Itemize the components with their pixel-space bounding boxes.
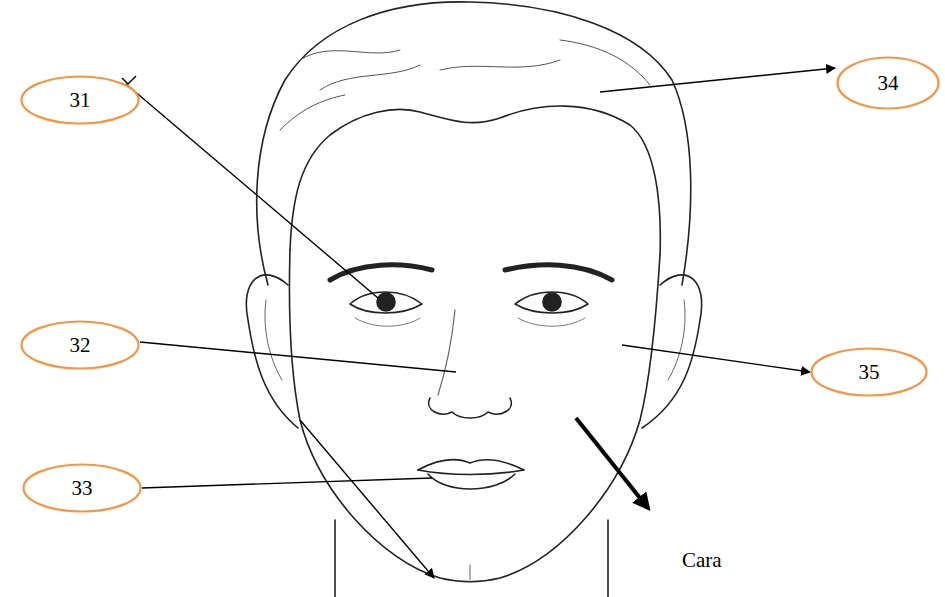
left-iris	[377, 293, 395, 311]
hair-strands	[280, 40, 650, 130]
callout-ellipse: 32	[20, 320, 140, 370]
callout-number: 32	[70, 333, 91, 358]
lower-lip	[428, 474, 515, 489]
callout-number: 35	[859, 360, 880, 385]
hair-outline	[257, 2, 691, 285]
leader-tick	[122, 76, 136, 84]
leader-line	[126, 84, 378, 298]
left-eye	[350, 292, 422, 313]
callout-ellipse: 34	[836, 56, 940, 110]
leader-arrow	[622, 345, 810, 372]
callout-number: 34	[878, 71, 899, 96]
right-ear	[642, 275, 702, 428]
neck	[335, 520, 608, 597]
lip-line	[418, 470, 524, 475]
left-eyebrow	[330, 265, 432, 280]
leader-line	[142, 478, 432, 488]
part-label: Cara	[682, 548, 722, 573]
callout-ellipse: 35	[810, 347, 928, 397]
ellipse-shape	[24, 465, 141, 512]
callout-ellipse: 31	[20, 75, 140, 125]
pointer-arrow	[576, 418, 648, 508]
nostrils	[429, 398, 512, 418]
leader-arrow	[300, 420, 434, 578]
ellipse-shape	[838, 58, 939, 109]
hairline	[290, 106, 660, 255]
right-eye	[515, 292, 588, 313]
callout-number: 33	[72, 476, 93, 501]
left-ear-detail	[265, 300, 282, 380]
nose-bridge	[438, 310, 455, 395]
callout-number: 31	[70, 88, 91, 113]
ellipse-shape	[22, 77, 139, 124]
ellipse-shape	[812, 349, 927, 396]
face-outline	[289, 250, 660, 582]
leader-line	[140, 342, 456, 372]
callout-ellipse: 33	[22, 463, 142, 513]
upper-lip	[418, 460, 524, 470]
right-iris	[543, 293, 561, 311]
left-ear	[246, 275, 298, 428]
ellipse-shape	[22, 322, 139, 369]
leader-arrow	[600, 68, 835, 92]
chin-mark	[470, 565, 471, 580]
right-eyebrow	[505, 265, 612, 280]
eye-bags	[355, 318, 585, 326]
right-ear-detail	[668, 300, 685, 380]
